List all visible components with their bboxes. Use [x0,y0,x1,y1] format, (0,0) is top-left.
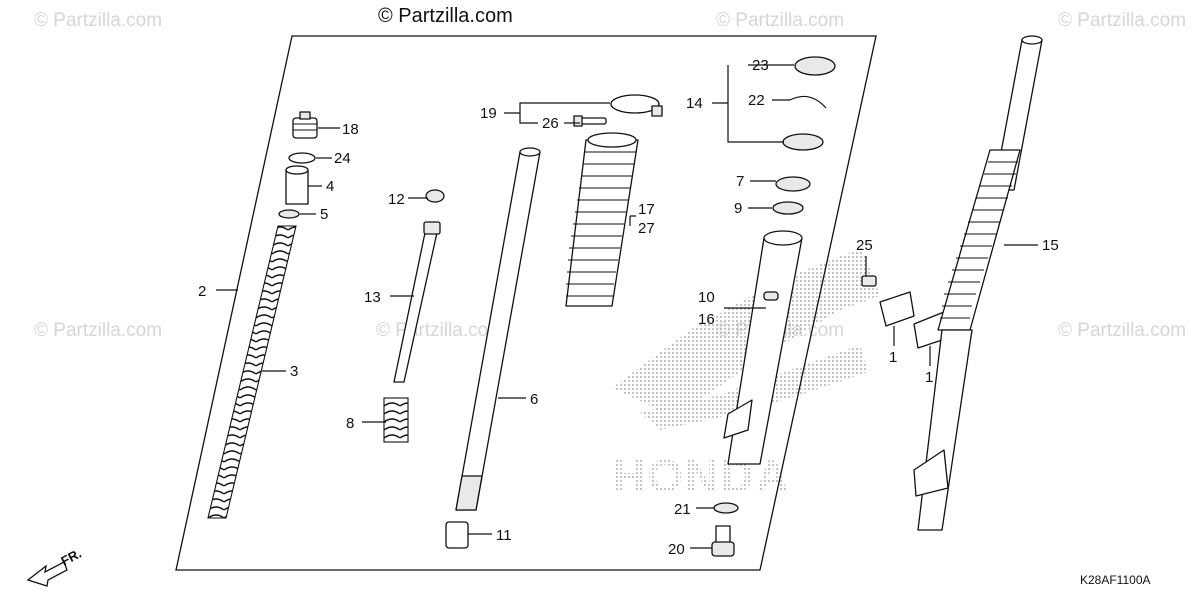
callout-8: 8 [346,415,354,432]
part-dust-seal [794,56,836,76]
callout-7: 7 [736,173,744,190]
callout-9: 9 [734,200,742,217]
part-backup-ring [775,176,811,192]
part-fork-boot [565,132,639,307]
callout-15: 15 [1042,237,1059,254]
callout-16: 16 [698,311,715,328]
credit-text: © Partzilla.com [378,5,513,27]
watermark-text: © Partzilla.com [376,320,504,341]
callout-26: 25 [856,237,873,254]
front-direction-arrow: FR. [26,546,84,587]
callout-21: 21 [674,501,691,518]
watermark-text: © Partzilla.com [1058,10,1186,31]
part-small-bolt [861,275,877,287]
part-boot-clamp [610,94,663,117]
part-bracket [879,291,915,327]
callout-4: 4 [326,178,334,195]
callout-19: 20 [668,541,685,558]
leader-lines [216,64,1038,549]
part-rod [393,221,441,383]
callout-11: 11 [496,527,512,544]
watermark-text: © Partzilla.com [1058,320,1186,341]
callout-10: 10 [698,289,715,306]
part-fork-assembly [913,35,1043,531]
callout-14: 14 [686,95,703,112]
honda-wordmark: HONDA [612,450,791,502]
diagram-code: K28AF1100A [1080,573,1151,587]
callout-6: 6 [530,391,538,408]
watermark-text: © Partzilla.com [34,320,162,341]
callout-22: 22 [748,92,765,109]
part-bolt [292,111,318,139]
part-stopper-ring [789,95,827,109]
part-bushing [425,189,445,203]
callout-1: 1 [925,369,933,386]
part-collar [285,165,309,205]
callout-18: 19 [480,105,497,122]
part-washer [288,152,316,164]
callout-12: 12 [388,191,405,208]
part-piston [445,521,469,549]
watermark-text: © Partzilla.com [716,10,844,31]
watermark-text: © Partzilla.com [34,10,162,31]
callout-2: 2 [198,283,206,300]
callout-20: 18 [342,121,359,138]
part-slide-bushing [772,201,804,215]
part-sealing-washer [713,502,739,514]
part-fork-pipe [455,147,541,511]
callout-labels: 18 24 4 5 2 3 12 13 8 6 11 19 26 17 27 2… [198,57,1059,558]
callout-24: 24 [334,150,351,167]
callout-23: 23 [752,57,769,74]
callout-3: 3 [290,363,298,380]
callout-17: 17 [638,201,655,218]
part-socket-bolt [711,525,735,557]
part-clamp-screw [573,115,607,127]
part-fork-spring [207,225,297,519]
callout-5: 5 [320,206,328,223]
diagram-frame [175,35,877,571]
callout-1: 1 [889,349,897,366]
part-oil-seal [782,133,824,151]
part-rebound-spring [383,397,409,443]
callout-27: 27 [638,220,655,237]
part-seat [278,209,300,219]
callout-25: 26 [542,115,559,132]
part-fork-slider [723,230,803,465]
callout-13: 13 [364,289,381,306]
